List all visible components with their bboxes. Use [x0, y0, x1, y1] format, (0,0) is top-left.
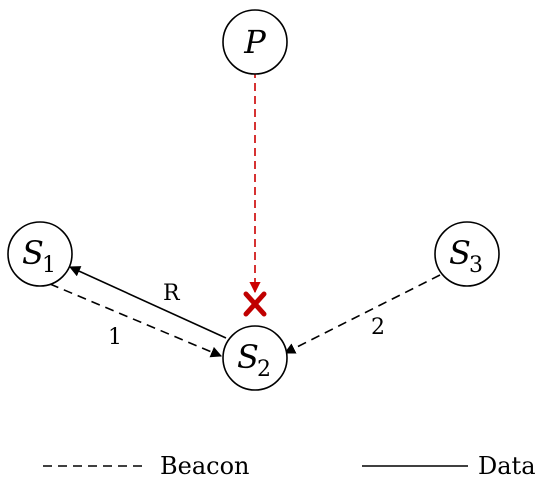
node-s2-label: S — [237, 338, 259, 376]
edge-label-r: R — [163, 281, 181, 306]
x-cross-icon — [243, 291, 267, 317]
node-s3-label: S — [449, 234, 471, 272]
edge-s2-to-s1-data — [68, 266, 227, 339]
node-p-label: P — [243, 23, 266, 61]
legend-beacon-label: Beacon — [160, 452, 250, 480]
edge-s3-to-s2-beacon — [283, 274, 441, 354]
edge-s1-to-s2-beacon — [49, 283, 223, 358]
node-s2: S 2 — [222, 325, 288, 391]
node-s3: S 3 — [434, 221, 500, 287]
node-p: P — [222, 9, 288, 75]
node-s1: S 1 — [7, 221, 73, 287]
node-s1-label: S — [22, 234, 44, 272]
legend: Beacon Data — [43, 452, 536, 480]
legend-data-label: Data — [478, 452, 536, 480]
node-s3-subscript: 3 — [469, 253, 483, 278]
node-s2-subscript: 2 — [257, 357, 271, 382]
node-s1-subscript: 1 — [42, 253, 56, 278]
edge-label-2: 2 — [371, 315, 385, 340]
edge-label-1: 1 — [108, 325, 122, 350]
